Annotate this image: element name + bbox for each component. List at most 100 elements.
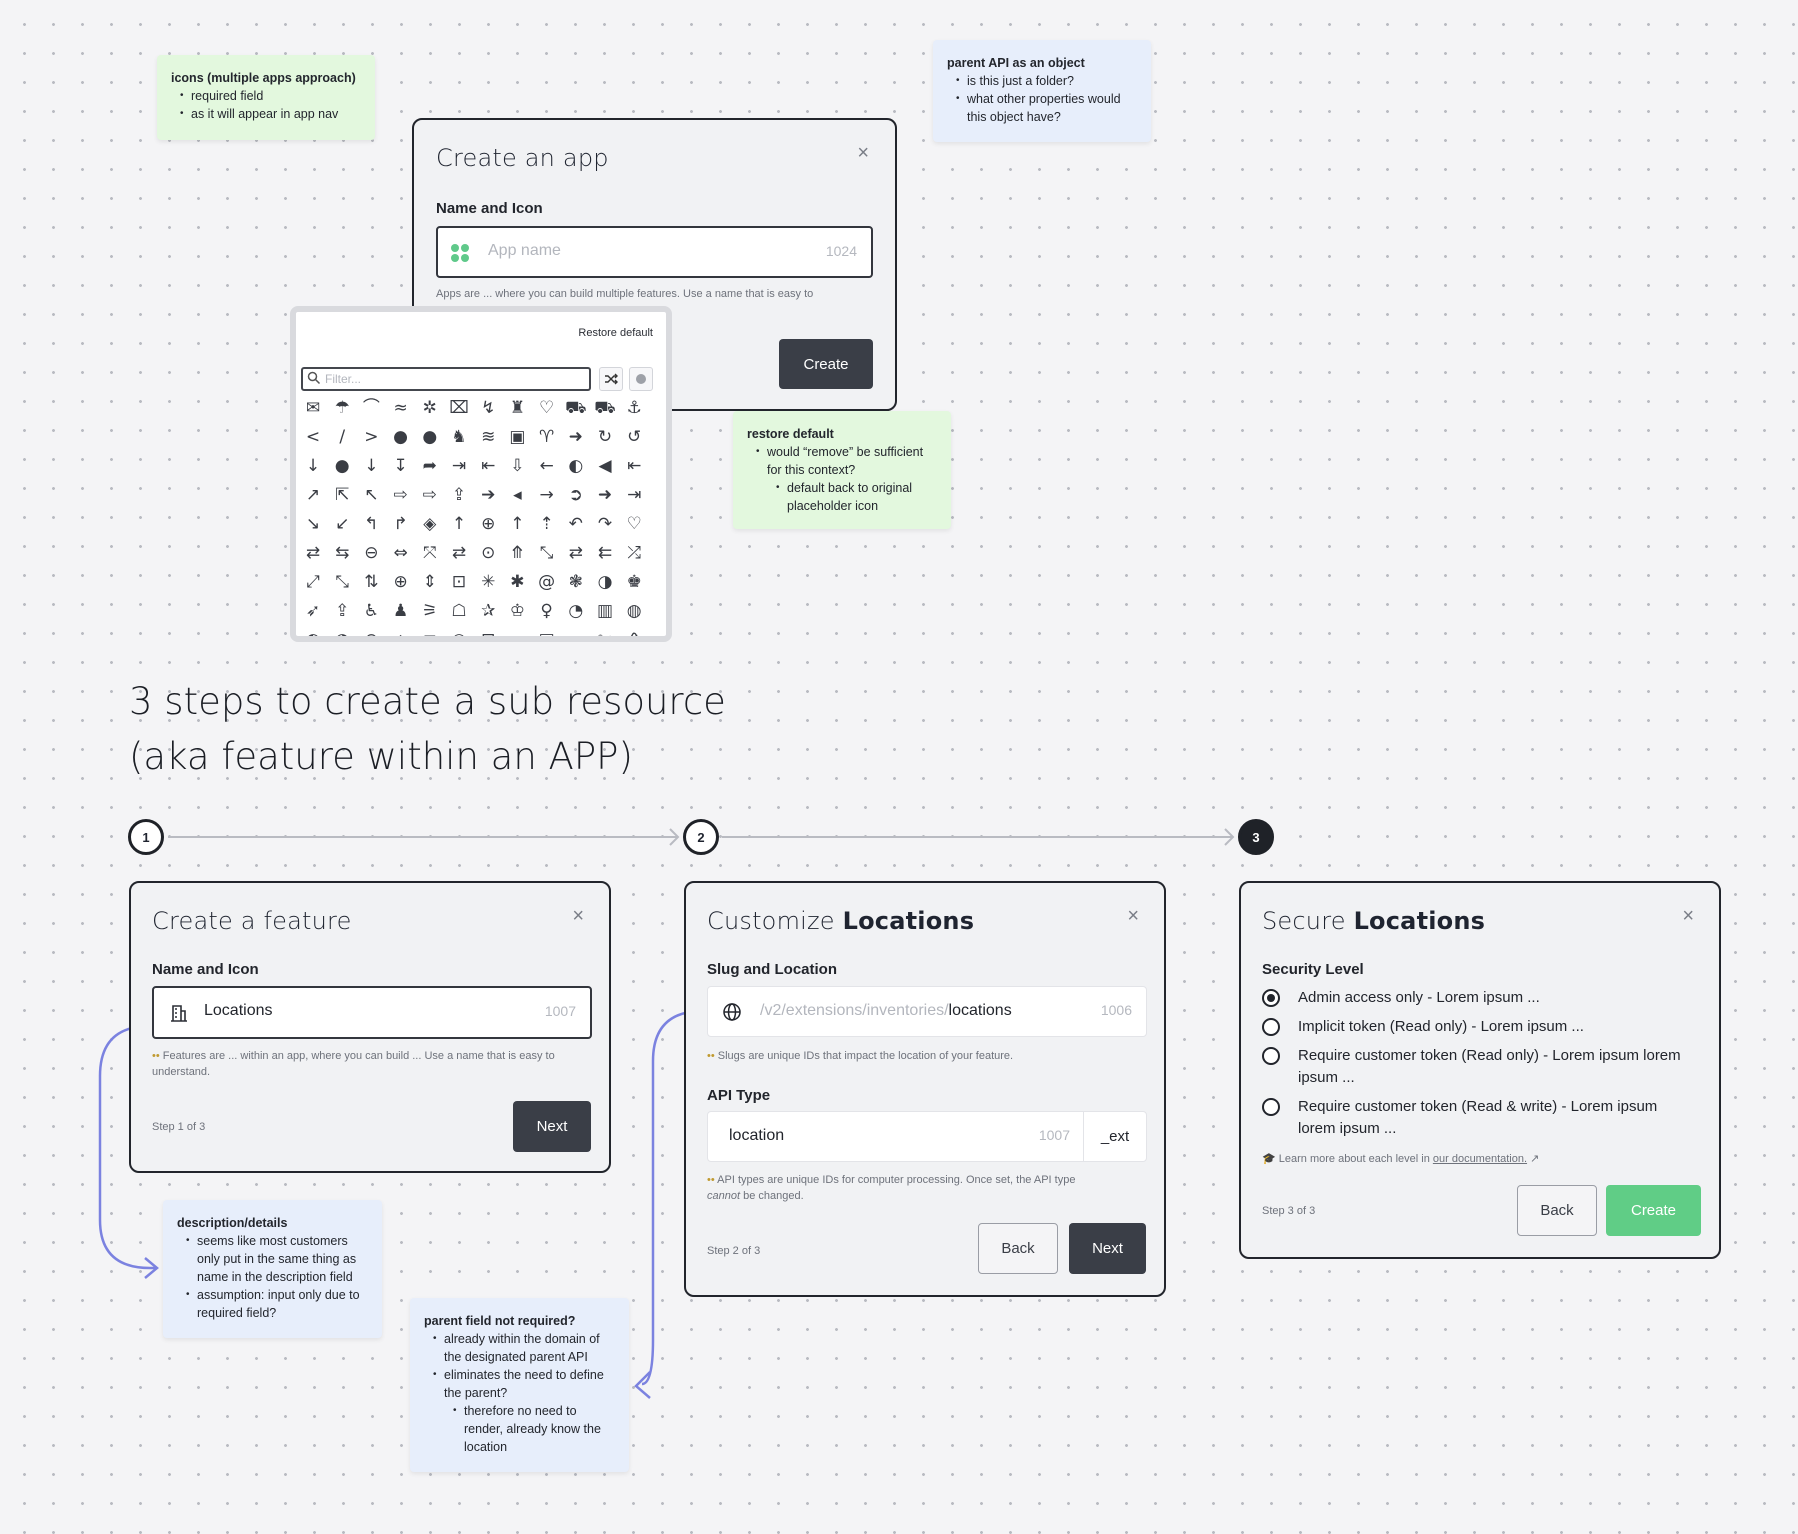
- icon-option[interactable]: ➶: [305, 601, 321, 621]
- icon-option[interactable]: ◔: [334, 630, 350, 642]
- next-button[interactable]: Next: [1069, 1223, 1146, 1274]
- icon-option[interactable]: ◈: [423, 514, 437, 534]
- icon-option[interactable]: ↘: [305, 514, 321, 534]
- icon-option[interactable]: ♚: [626, 572, 642, 592]
- icon-option[interactable]: ⌒: [362, 398, 380, 418]
- icon-option[interactable]: →: [539, 485, 554, 505]
- icon-option[interactable]: ↱: [393, 514, 408, 534]
- icon-option[interactable]: ✳: [481, 572, 496, 592]
- icon-option[interactable]: ♀: [540, 601, 553, 621]
- icon-option[interactable]: ➲: [568, 485, 583, 505]
- icon-option[interactable]: ↯: [481, 398, 496, 418]
- icon-option[interactable]: ⚓: [626, 398, 642, 418]
- next-button[interactable]: Next: [513, 1101, 591, 1152]
- icon-option[interactable]: ↧: [393, 456, 408, 476]
- close-icon[interactable]: ×: [1127, 905, 1139, 927]
- icon-option[interactable]: ↑: [510, 514, 525, 534]
- icon-option[interactable]: ♔: [509, 601, 526, 621]
- restore-default-button[interactable]: Restore default: [578, 327, 653, 339]
- icon-option[interactable]: ←: [539, 456, 554, 476]
- icon-option[interactable]: ⛟: [565, 398, 587, 418]
- icon-option[interactable]: ♿: [363, 601, 380, 621]
- icon-option[interactable]: ↓: [305, 456, 321, 476]
- create-button[interactable]: Create: [779, 339, 873, 389]
- radio-customer-read[interactable]: [1262, 1047, 1280, 1065]
- icon-option[interactable]: ▂: [510, 630, 524, 642]
- icon-option[interactable]: ⇥: [451, 456, 467, 476]
- shuffle-button[interactable]: [599, 367, 623, 391]
- icon-option[interactable]: <: [305, 427, 321, 447]
- icon-option[interactable]: ⇄: [568, 543, 583, 563]
- icon-option[interactable]: ⇆: [335, 543, 350, 563]
- icon-option[interactable]: ⊡: [481, 630, 496, 642]
- icon-option[interactable]: ✄: [597, 630, 613, 642]
- radio-customer-read-write[interactable]: [1262, 1098, 1280, 1116]
- icon-option[interactable]: ▣: [538, 630, 555, 642]
- slug-input[interactable]: /v2/extensions/inventories/locations 100…: [707, 986, 1147, 1037]
- feature-name-input[interactable]: Locations 1007: [152, 986, 592, 1039]
- icon-option[interactable]: ◔: [568, 601, 584, 621]
- create-button[interactable]: Create: [1606, 1185, 1701, 1236]
- building-icon[interactable]: [169, 1003, 189, 1028]
- icon-option[interactable]: ⊡: [451, 572, 467, 592]
- icon-option[interactable]: ◐: [568, 456, 584, 476]
- icon-option[interactable]: ⤢: [306, 572, 320, 592]
- icon-option[interactable]: ↻: [597, 427, 613, 447]
- documentation-link[interactable]: our documentation.: [1432, 1153, 1528, 1165]
- icon-option[interactable]: ◀: [598, 456, 612, 476]
- icon-option[interactable]: ↷: [597, 514, 613, 534]
- icon-option[interactable]: ≈: [393, 398, 408, 418]
- icon-option[interactable]: ➔: [481, 485, 496, 505]
- icon-option[interactable]: ⇥: [627, 485, 642, 505]
- icon-option[interactable]: ≋: [481, 427, 496, 447]
- icon-option[interactable]: ✉: [305, 398, 321, 418]
- close-icon[interactable]: ×: [857, 142, 869, 164]
- icon-option[interactable]: ◑: [597, 572, 613, 592]
- grid-icon[interactable]: [450, 243, 470, 263]
- icon-option[interactable]: ↖: [364, 485, 379, 505]
- icon-option[interactable]: ☖: [451, 601, 467, 621]
- icon-option[interactable]: ⇔: [393, 543, 408, 563]
- icon-option[interactable]: ✰: [481, 601, 496, 621]
- icon-option[interactable]: ⚞: [422, 601, 438, 621]
- icon-option[interactable]: @: [538, 572, 556, 592]
- icon-option[interactable]: ⊕: [393, 572, 408, 592]
- icon-option[interactable]: ⇤: [481, 456, 496, 476]
- icon-option[interactable]: ↗: [305, 485, 321, 505]
- close-icon[interactable]: ×: [1682, 905, 1694, 927]
- icon-option[interactable]: ☂: [334, 398, 350, 418]
- icon-option[interactable]: ♡: [626, 514, 642, 534]
- back-button[interactable]: Back: [978, 1223, 1058, 1274]
- icon-option[interactable]: ⛟: [594, 398, 616, 418]
- icon-option[interactable]: ⤡: [335, 572, 349, 592]
- radio-implicit-token[interactable]: [1262, 1018, 1280, 1036]
- icon-option[interactable]: ⊛: [364, 630, 379, 642]
- icon-option[interactable]: ✲: [422, 398, 437, 418]
- icon-option[interactable]: ♜: [509, 398, 526, 418]
- app-name-input[interactable]: App name 1024: [436, 226, 873, 278]
- icon-option[interactable]: ⇄: [451, 543, 467, 563]
- icon-option[interactable]: ▣: [509, 427, 526, 447]
- icon-option[interactable]: ●: [334, 456, 350, 476]
- icon-option[interactable]: ➜: [597, 485, 613, 505]
- icon-option[interactable]: ➦: [422, 456, 437, 476]
- icon-option[interactable]: ⊕: [481, 514, 496, 534]
- close-icon[interactable]: ×: [572, 905, 584, 927]
- icon-option[interactable]: ↓: [364, 456, 379, 476]
- icon-option[interactable]: ◒: [451, 630, 467, 642]
- icon-option[interactable]: ⌐: [568, 630, 583, 642]
- icon-option[interactable]: ⇨: [422, 485, 437, 505]
- icon-option[interactable]: ⤮: [627, 543, 641, 563]
- icon-option[interactable]: ⇕: [422, 572, 437, 592]
- icon-option[interactable]: ⤧: [422, 543, 437, 563]
- icon-option[interactable]: ⇤: [627, 456, 642, 476]
- icon-option[interactable]: ⌧: [449, 398, 469, 418]
- icon-option[interactable]: ♞: [451, 427, 467, 447]
- icon-option[interactable]: ↑: [451, 514, 467, 534]
- icon-option[interactable]: ⌂: [395, 630, 406, 642]
- back-button[interactable]: Back: [1517, 1185, 1597, 1236]
- icon-option[interactable]: ⇡: [539, 514, 554, 534]
- icon-option[interactable]: ⇩: [510, 456, 525, 476]
- icon-option[interactable]: ◂: [513, 485, 522, 505]
- icon-option[interactable]: ↙: [335, 514, 350, 534]
